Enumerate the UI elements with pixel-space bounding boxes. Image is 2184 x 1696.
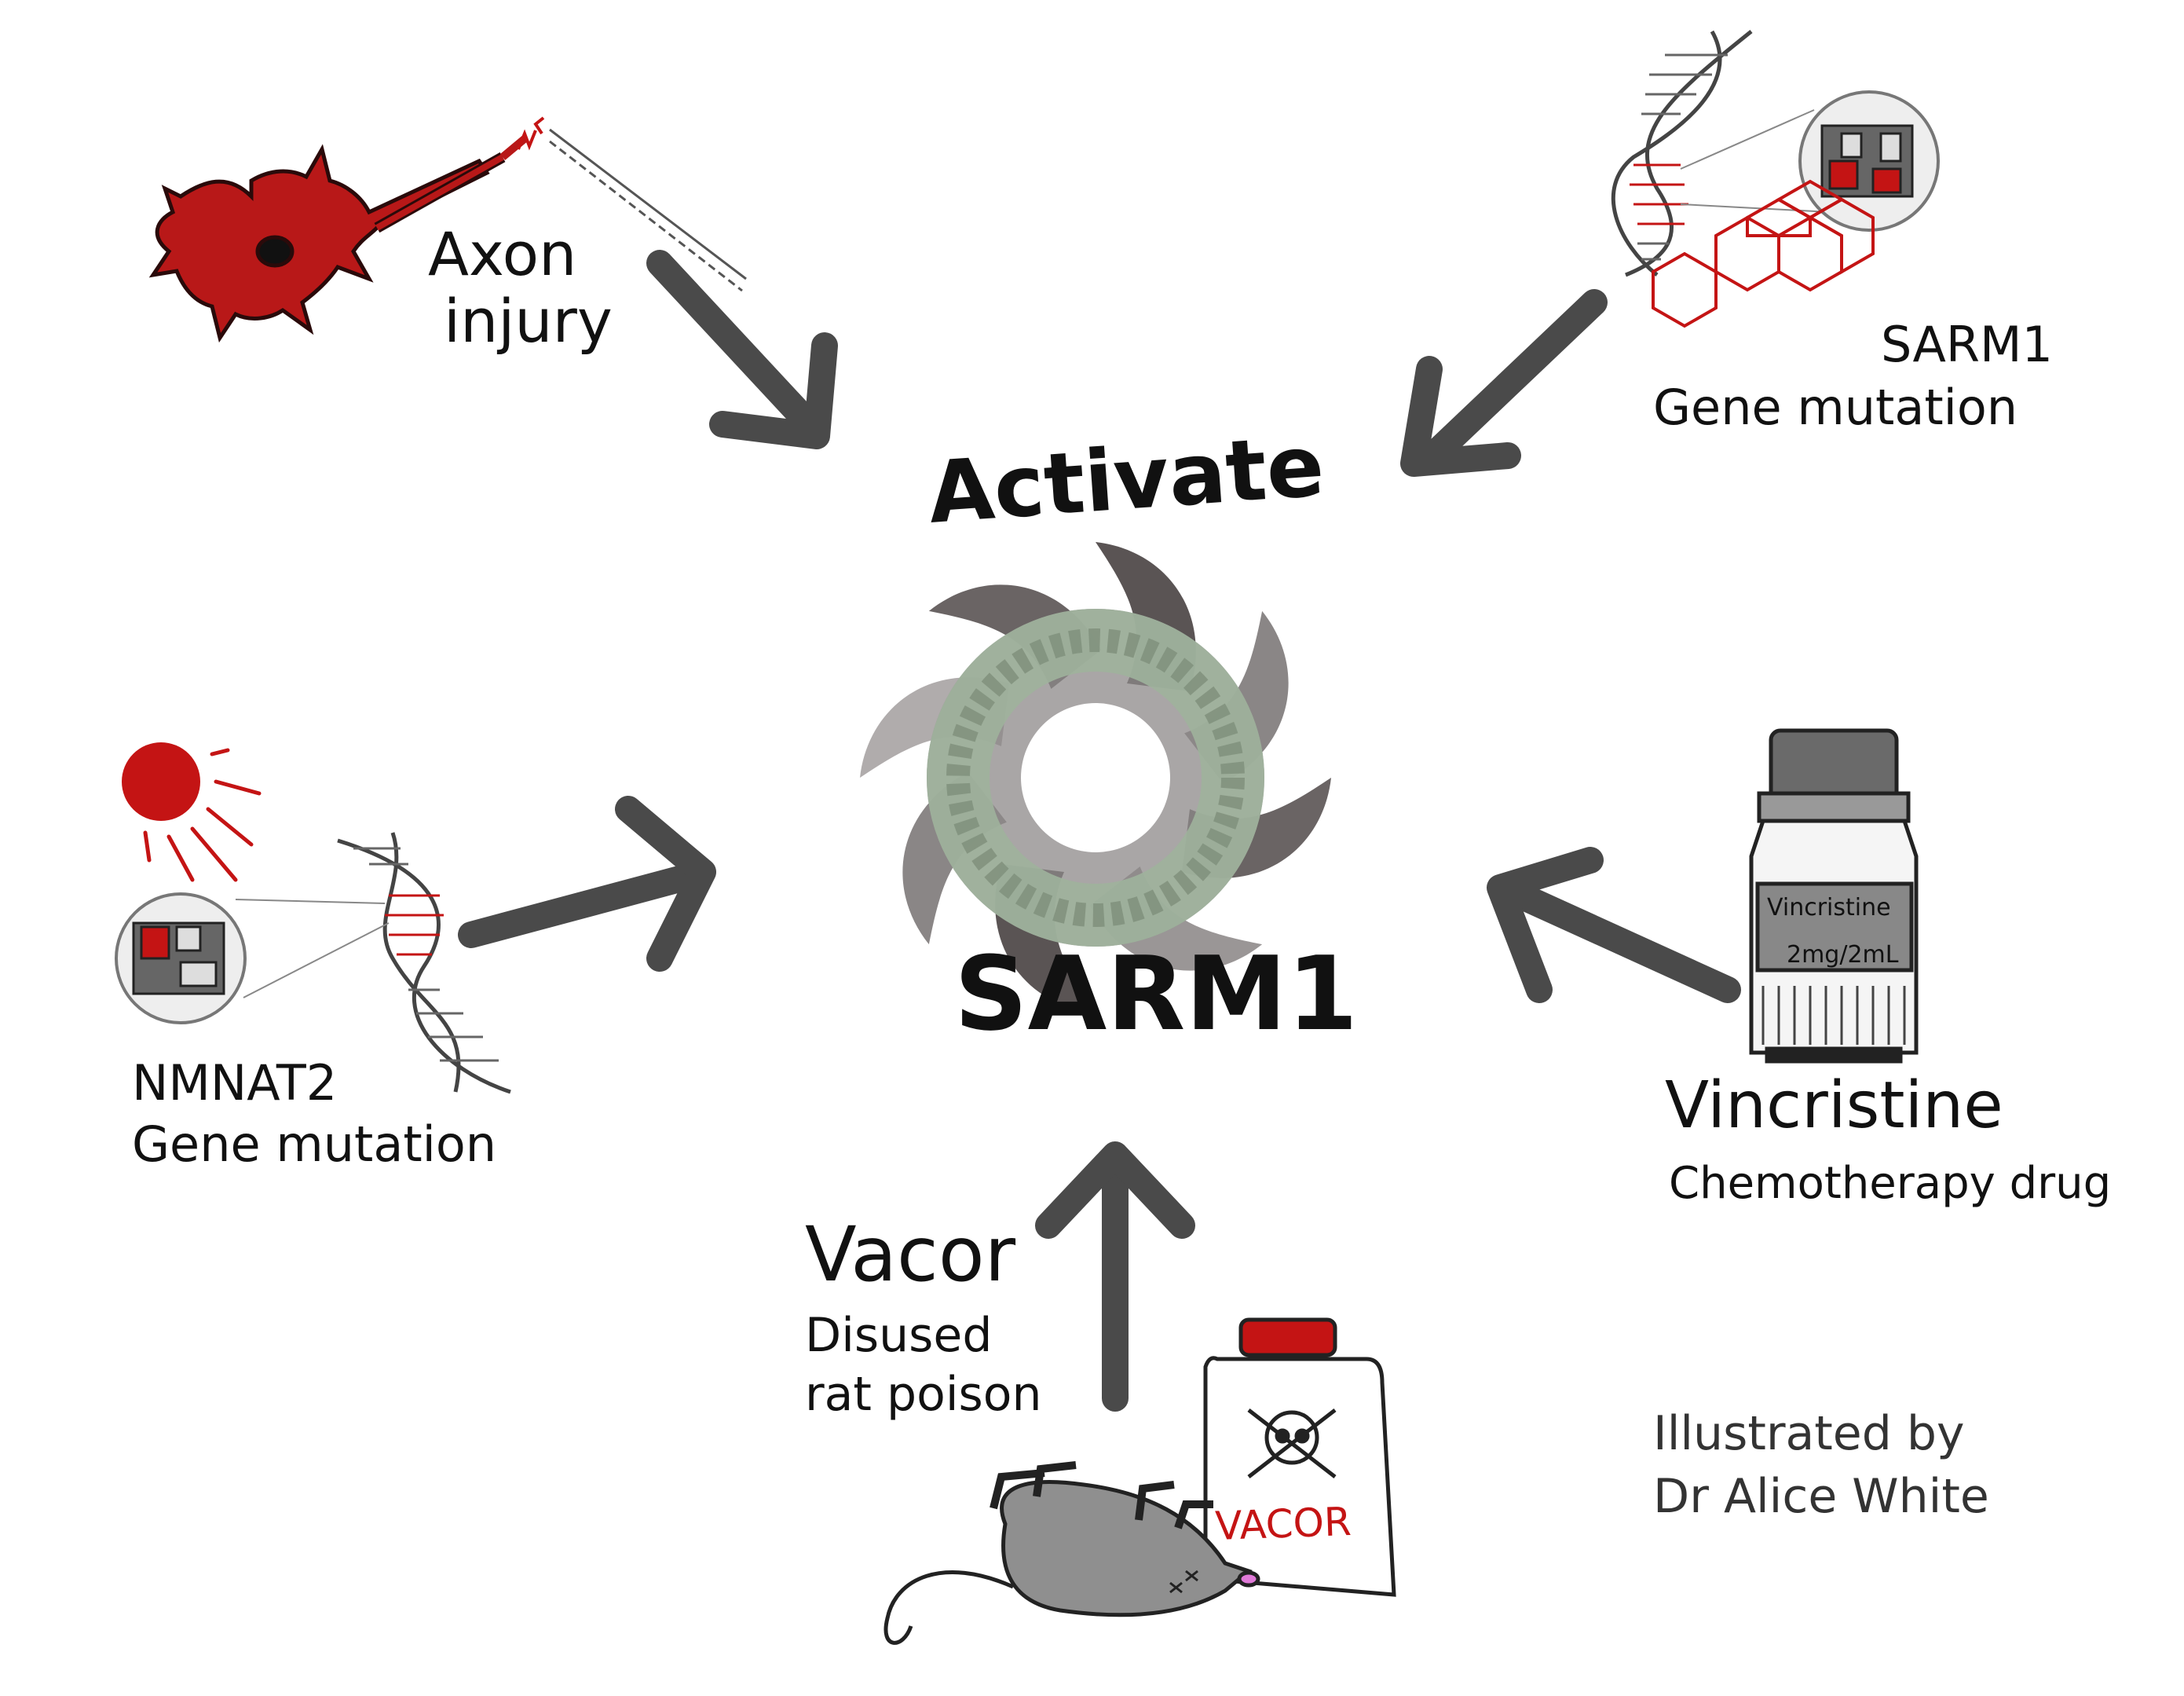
credit-line1: Illustrated by — [1653, 1406, 1964, 1461]
nmnat2-label-line1: NMNAT2 — [132, 1054, 337, 1112]
nmnat2-magnifier-icon — [115, 892, 390, 1024]
benzopyrene-icon — [1652, 179, 1875, 328]
arrow-axon — [646, 250, 830, 445]
sun-icon — [122, 742, 262, 882]
sarm1-center-label: SARM1 — [954, 934, 1358, 1053]
vial-dose-label: 2mg/2mL — [1787, 941, 1899, 969]
axon-label-line2: injury — [444, 286, 613, 356]
vincristine-vial-icon — [1749, 728, 1919, 1064]
sarm1-protein-icon — [860, 542, 1331, 1013]
activate-label: Activate — [925, 417, 1327, 543]
arrow-vincristine — [1498, 878, 1741, 1003]
vacor-bottle-icon — [1203, 1317, 1396, 1597]
arrows — [458, 250, 1741, 1412]
dna-helix-icon — [1611, 30, 1753, 277]
vincristine-subtitle: Chemotherapy drug — [1669, 1158, 2111, 1209]
mutation-magnifier-icon — [1680, 90, 1940, 232]
arrow-nmnat2 — [458, 863, 704, 948]
axon-label-line1: Axon — [428, 219, 576, 289]
credit-line2: Dr Alice White — [1653, 1469, 1989, 1524]
nmnat2-label-line2: Gene mutation — [132, 1115, 496, 1173]
sarm1-mutation-label-line2: Gene mutation — [1653, 379, 2018, 436]
vacor-bottle-label: VACOR — [1214, 1499, 1352, 1549]
vacor-subtitle-line2: rat poison — [805, 1367, 1042, 1422]
vincristine-title: Vincristine — [1665, 1068, 2003, 1143]
severed-axon-icon — [499, 116, 747, 292]
sarm1-mutation-label-line1: SARM1 — [1881, 316, 2053, 373]
vial-name-label: Vincristine — [1767, 894, 1891, 921]
neuron-icon — [148, 144, 506, 343]
nmnat2-dna-icon — [337, 832, 511, 1094]
mouse-icon — [883, 1461, 1260, 1645]
vacor-title: Vacor — [805, 1211, 1016, 1299]
arrow-sarm1-mutation — [1424, 289, 1608, 465]
vacor-subtitle-line1: Disused — [805, 1308, 992, 1363]
